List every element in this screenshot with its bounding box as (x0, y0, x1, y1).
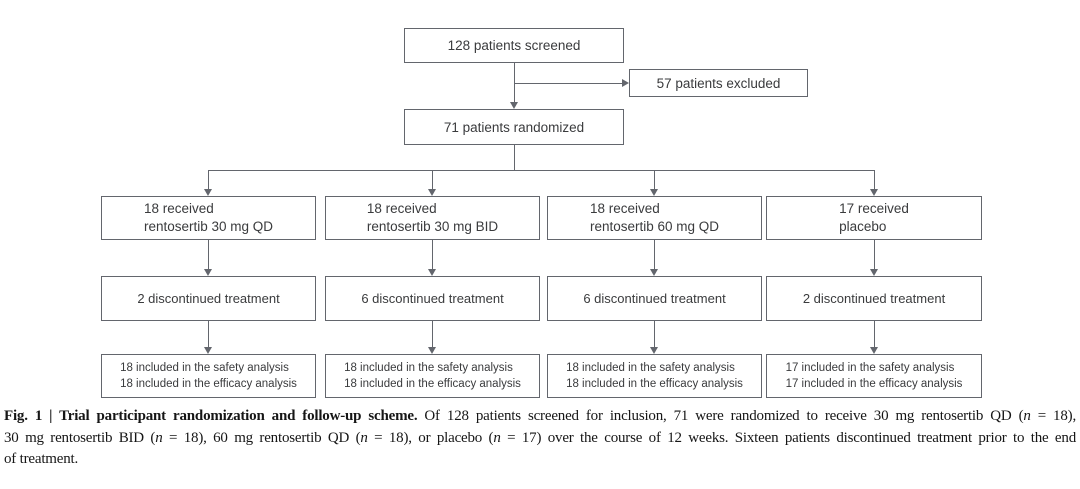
flow-box-discontinued-2: 6 discontinued treatment (325, 276, 540, 321)
figure-caption: Fig. 1 | Trial participant randomization… (4, 406, 1076, 471)
arrowhead-right-excluded-icon (622, 79, 629, 87)
caption-segment: = 18), (1030, 408, 1076, 424)
arm-label: 18 received rentosertib 30 mg BID (367, 200, 498, 236)
caption-line-3: of treatment. (4, 449, 1076, 471)
flow-box-arm-rentosertib-60mg-qd: 18 received rentosertib 60 mg QD (547, 196, 762, 240)
arrowhead-down-arm-2-icon (428, 189, 436, 196)
flow-box-screened: 128 patients screened (404, 28, 624, 63)
arrowhead-down-discontinued-4-icon (870, 269, 878, 276)
connector-arm-1-to-discontinued (208, 240, 209, 270)
analysis-efficacy-line: 17 included in the efficacy analysis (785, 378, 963, 390)
screened-label: 128 patients screened (447, 38, 581, 53)
flow-box-analysis-1: 18 included in the safety analysis 18 in… (101, 354, 316, 398)
caption-segment: Of 128 patients screened for inclusion, … (417, 408, 1024, 424)
caption-line-1: Fig. 1 | Trial participant randomization… (4, 406, 1076, 428)
arrowhead-down-arm-4-icon (870, 189, 878, 196)
analysis-safety-line: 18 included in the safety analysis (344, 362, 513, 374)
flow-box-analysis-3: 18 included in the safety analysis 18 in… (547, 354, 762, 398)
arrowhead-down-randomized-icon (510, 102, 518, 109)
flow-box-discontinued-1: 2 discontinued treatment (101, 276, 316, 321)
discontinued-label: 6 discontinued treatment (583, 290, 726, 306)
flow-box-discontinued-3: 6 discontinued treatment (547, 276, 762, 321)
analysis-label: 17 included in the safety analysis 17 in… (786, 360, 963, 392)
arm-label: 18 received rentosertib 60 mg QD (590, 200, 719, 236)
caption-segment: = 18), 60 mg rentosertib QD ( (162, 429, 361, 446)
connector-branch-horizontal (208, 170, 875, 171)
flow-box-analysis-2: 18 included in the safety analysis 18 in… (325, 354, 540, 398)
arrowhead-down-analysis-4-icon (870, 347, 878, 354)
connector-discontinued-3-to-analysis (654, 321, 655, 348)
arm-count-line: 18 received (366, 201, 437, 216)
connector-screened-to-excluded (514, 83, 622, 84)
discontinued-label: 2 discontinued treatment (802, 290, 946, 306)
flow-box-arm-placebo: 17 received placebo (766, 196, 982, 240)
caption-segment: n (493, 429, 501, 446)
arrowhead-down-analysis-2-icon (428, 347, 436, 354)
arrowhead-down-discontinued-2-icon (428, 269, 436, 276)
caption-segment: Fig. 1 | Trial participant randomization… (4, 408, 418, 424)
connector-discontinued-2-to-analysis (432, 321, 433, 348)
flow-box-excluded: 57 patients excluded (629, 69, 808, 97)
connector-screened-to-randomized (514, 63, 515, 102)
caption-segment: n (1023, 408, 1031, 424)
arm-label: 17 received placebo (839, 200, 909, 236)
arrowhead-down-analysis-1-icon (204, 347, 212, 354)
arm-treatment-line: rentosertib 60 mg QD (589, 219, 720, 234)
arm-treatment-line: rentosertib 30 mg QD (143, 219, 274, 234)
arrowhead-down-arm-1-icon (204, 189, 212, 196)
analysis-label: 18 included in the safety analysis 18 in… (344, 360, 521, 392)
arm-count-line: 18 received (589, 201, 660, 216)
analysis-safety-line: 18 included in the safety analysis (566, 362, 735, 374)
arrowhead-down-analysis-3-icon (650, 347, 658, 354)
flow-box-randomized: 71 patients randomized (404, 109, 624, 145)
flow-box-analysis-4: 17 included in the safety analysis 17 in… (766, 354, 982, 398)
caption-segment: n (360, 429, 368, 446)
caption-segment: n (155, 429, 163, 446)
randomized-label: 71 patients randomized (443, 119, 585, 135)
caption-segment: 30 mg rentosertib BID ( (4, 429, 156, 446)
connector-branch-to-arm-1 (208, 170, 209, 190)
flow-box-discontinued-4: 2 discontinued treatment (766, 276, 982, 321)
arm-treatment-line: rentosertib 30 mg BID (366, 219, 499, 234)
connector-discontinued-4-to-analysis (874, 321, 875, 348)
connector-discontinued-1-to-analysis (208, 321, 209, 348)
discontinued-label: 6 discontinued treatment (361, 290, 504, 306)
caption-segment: = 17) over the course of 12 weeks. Sixte… (500, 429, 1076, 446)
arm-count-line: 18 received (143, 201, 214, 216)
arrowhead-down-discontinued-3-icon (650, 269, 658, 276)
analysis-efficacy-line: 18 included in the efficacy analysis (344, 378, 521, 390)
caption-line-2: 30 mg rentosertib BID (n = 18), 60 mg re… (4, 428, 1076, 450)
analysis-efficacy-line: 18 included in the efficacy analysis (566, 378, 743, 390)
arrowhead-down-arm-3-icon (650, 189, 658, 196)
analysis-efficacy-line: 18 included in the efficacy analysis (120, 378, 297, 390)
flow-box-arm-rentosertib-30mg-qd: 18 received rentosertib 30 mg QD (101, 196, 316, 240)
arm-label: 18 received rentosertib 30 mg QD (144, 200, 273, 236)
excluded-label: 57 patients excluded (656, 75, 781, 91)
analysis-label: 18 included in the safety analysis 18 in… (566, 360, 743, 392)
connector-arm-4-to-discontinued (874, 240, 875, 270)
connector-randomized-to-branch (514, 145, 515, 170)
caption-segment: = 18), or placebo ( (367, 429, 494, 446)
analysis-safety-line: 18 included in the safety analysis (120, 362, 289, 374)
analysis-safety-line: 17 included in the safety analysis (785, 362, 955, 374)
arrowhead-down-discontinued-1-icon (204, 269, 212, 276)
connector-branch-to-arm-4 (874, 170, 875, 190)
connector-branch-to-arm-2 (432, 170, 433, 190)
connector-arm-2-to-discontinued (432, 240, 433, 270)
flow-box-arm-rentosertib-30mg-bid: 18 received rentosertib 30 mg BID (325, 196, 540, 240)
caption-segment: of treatment. (4, 451, 79, 467)
analysis-label: 18 included in the safety analysis 18 in… (120, 360, 297, 392)
arm-treatment-line: placebo (839, 219, 887, 234)
connector-branch-to-arm-3 (654, 170, 655, 190)
connector-arm-3-to-discontinued (654, 240, 655, 270)
discontinued-label: 2 discontinued treatment (137, 290, 280, 306)
arm-count-line: 17 received (839, 201, 909, 216)
